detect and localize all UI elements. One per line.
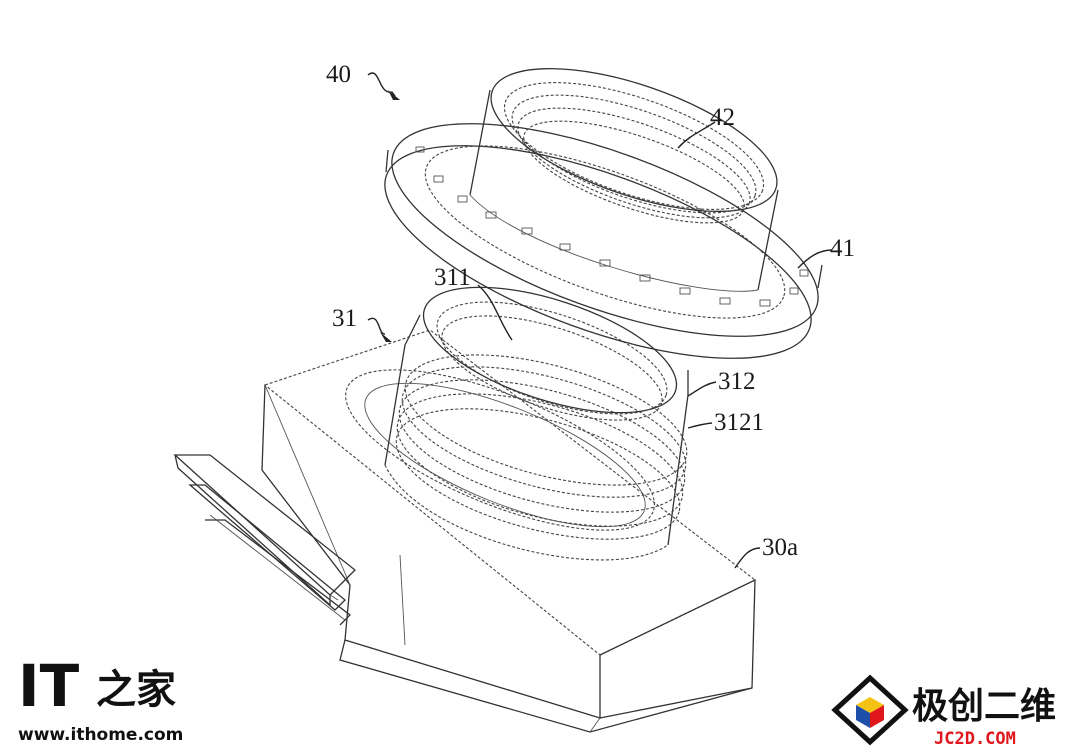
label-42: 42 <box>710 104 735 131</box>
jc2d-watermark: 极创二维 JC2D.COM <box>831 674 1056 749</box>
reference-labels: 40 42 41 311 31 312 3121 30a <box>326 61 855 561</box>
leader-lines <box>367 72 833 569</box>
sleeve-42 <box>469 68 779 292</box>
jc2d-url: JC2D.COM <box>934 729 1016 749</box>
flex-connector <box>173 454 356 626</box>
label-312: 312 <box>718 368 756 395</box>
jc2d-logo-icon <box>831 674 909 746</box>
flange-41 <box>384 123 823 359</box>
ithome-watermark: IT 之家 www.ithome.com <box>18 652 183 745</box>
ithome-url: www.ithome.com <box>18 725 183 745</box>
label-3121: 3121 <box>714 409 764 436</box>
ithome-logo-cn: 之家 <box>96 667 176 713</box>
label-31: 31 <box>332 305 357 332</box>
jc2d-name: 极创二维 <box>912 686 1056 727</box>
ithome-logo-text: IT <box>18 652 80 720</box>
label-40: 40 <box>326 61 351 88</box>
label-41: 41 <box>830 235 855 262</box>
lens-barrel-31 <box>384 286 689 561</box>
label-311: 311 <box>434 264 471 291</box>
base-housing-30a <box>261 329 757 733</box>
label-30a: 30a <box>762 534 798 561</box>
